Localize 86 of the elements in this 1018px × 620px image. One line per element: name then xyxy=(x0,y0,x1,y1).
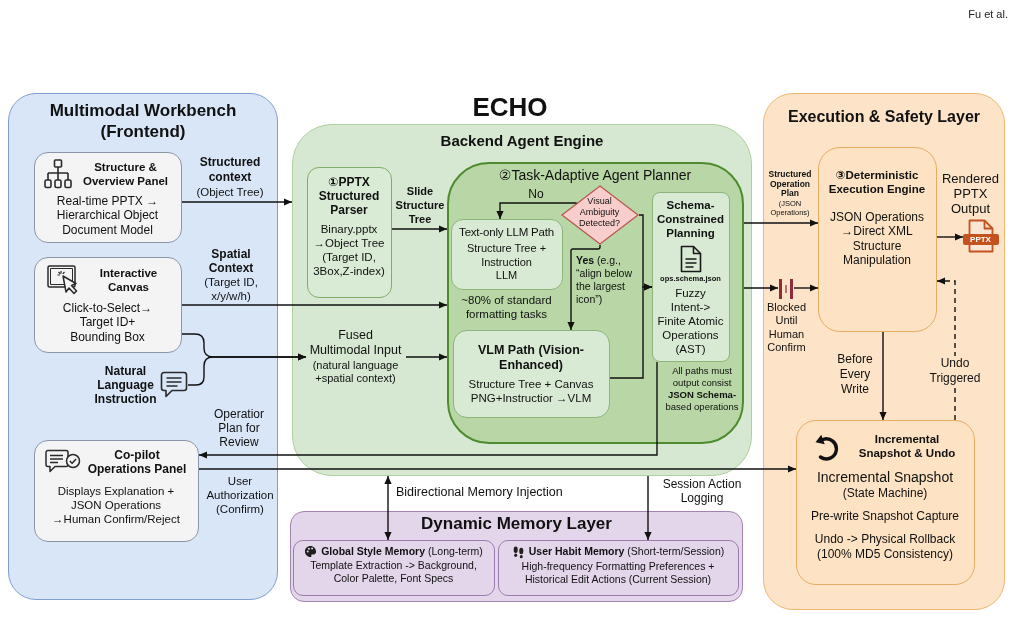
edge-label: Structured context (Object Tree) xyxy=(195,155,265,200)
component-card xyxy=(795,419,975,585)
card-title: Text-only LLM Path xyxy=(459,225,554,241)
arrow xyxy=(198,465,797,473)
card-subtitle: Incremental Snapshot xyxy=(816,468,954,486)
card-description: JSON Operations →Direct XML Structure Manipulation xyxy=(828,209,925,268)
card-description: Binary.pptx →Object Tree (Target ID, 3Box,Z-index) xyxy=(312,221,386,278)
card-description: Fuzzy Intent-> Finite Atomic Operations (AST) xyxy=(656,285,725,356)
edge-label: Spatial Context (Target ID, x/y/w/h) xyxy=(203,247,259,303)
arrow xyxy=(181,301,448,309)
arrow xyxy=(496,202,578,220)
arrow xyxy=(187,353,307,386)
decision-label: Visual Ambiguity Detected? xyxy=(578,196,621,229)
node-label: Fused Multimodal Input xyxy=(308,327,403,358)
group-panel xyxy=(290,511,743,602)
file-type-label: PPTX xyxy=(962,233,999,245)
card-description: (State Machine) xyxy=(842,485,928,500)
node-description: (natural language +spatial context) xyxy=(311,358,400,385)
component-card xyxy=(33,151,182,243)
card-title: VLM Path (Vision-Enhanced) xyxy=(477,342,585,373)
card-title: Global Style Memory (Long-term) xyxy=(321,544,483,558)
panel-title: Execution & Safety Layer xyxy=(787,107,981,127)
card-title: Schema-Constrained Planning xyxy=(655,197,726,240)
arrow xyxy=(793,284,819,292)
group-panel xyxy=(8,93,278,600)
component-card xyxy=(817,146,937,332)
arrow xyxy=(198,361,658,459)
component-card xyxy=(651,191,730,362)
card-title: ①PPTX Structured Parser xyxy=(317,174,381,217)
component-card xyxy=(306,166,392,298)
author-header: Fu et al. xyxy=(967,8,1008,21)
card-title: Structure & Overview Panel xyxy=(82,159,169,188)
card-title: User Habit Memory (Short-term/Session) xyxy=(528,545,725,558)
arrow xyxy=(567,244,601,331)
card-title: ③Deterministic Execution Engine xyxy=(827,167,927,196)
panel-title: Backend Agent Engine xyxy=(440,132,604,150)
card-description: Structure Tree + Canvas PNG+Instructior →VLM xyxy=(467,376,595,405)
arrow xyxy=(743,284,779,292)
component-card xyxy=(33,439,199,542)
card-description: Structure Tree + Instruction xyxy=(465,242,548,270)
card-description: Click-to-Select→ Target ID+ Bounding Box xyxy=(61,300,154,344)
edge-label: Yes (e.g., “align below the largest icon”) xyxy=(576,254,634,306)
card-description: Undo -> Physical Rollback (100% MD5 Consistency) xyxy=(813,532,957,561)
node-note: Blocked Until Human Confirm xyxy=(765,300,808,355)
card-description: High-frequency Formatting Preferences + Historical Edit Actions (Current Session) xyxy=(520,559,716,586)
arrow xyxy=(936,233,964,241)
panel-title: Dynamic Memory Layer xyxy=(421,513,612,534)
arrow xyxy=(181,198,293,206)
group-panel xyxy=(292,124,752,476)
component-card xyxy=(33,256,182,353)
card-title: Co-pilot Operations Panel xyxy=(87,447,187,476)
arrow xyxy=(644,475,652,541)
planner-panel xyxy=(446,161,744,444)
panel-title: Multimodal Workbench (Frontend) xyxy=(48,100,238,142)
edge-label: Slide Structure Tree xyxy=(394,184,446,226)
node-note: ~80% of standard formatting tasks xyxy=(460,292,553,321)
path-card xyxy=(452,329,610,418)
panel-title: ②Task-Adaptive Agent Planner xyxy=(498,166,692,184)
arrow xyxy=(391,225,448,233)
card-description: Pre-write Snapshot Capture xyxy=(810,508,960,523)
node-note: All paths must output consist JSON Schema-based operations xyxy=(664,364,740,413)
double-arrow xyxy=(384,475,392,541)
card-description: Displays Explanation + JSON Operations →Human Confirm/Reject xyxy=(51,483,181,526)
diagram-title: ECHO xyxy=(471,92,549,122)
card-title: Incremental Snapshot & Undo xyxy=(857,431,957,460)
dashed-arrow xyxy=(936,277,956,421)
path-card xyxy=(450,218,563,290)
arrow xyxy=(405,353,448,361)
card-description: Real-time PPTX → Hierarchical Object Document Model xyxy=(55,193,160,237)
arrow xyxy=(743,219,819,227)
card-description: Template Extraction -> Background, Color Palette, Font Specs xyxy=(309,558,478,585)
arrow xyxy=(609,283,653,379)
arrow xyxy=(879,331,887,421)
memory-card xyxy=(292,539,495,596)
node-label: Natural Language Instruction xyxy=(93,363,158,406)
edge-label: Bidirectional Memory Injection xyxy=(396,485,564,500)
node-note: Rendered PPTX Output xyxy=(940,170,1001,216)
edge-label: Operatior Plan for Review xyxy=(213,407,265,449)
edge-label: User Authorization (Confirm) xyxy=(205,474,275,516)
edge-label: No xyxy=(527,188,545,201)
edge-label: Session Action Logging xyxy=(661,477,743,505)
edge-label: Before Every Write xyxy=(836,352,874,397)
group-panel xyxy=(763,93,1005,610)
card-description: LLM xyxy=(495,269,518,283)
memory-card xyxy=(497,539,739,596)
card-title: Interactive Canvas xyxy=(98,265,159,294)
